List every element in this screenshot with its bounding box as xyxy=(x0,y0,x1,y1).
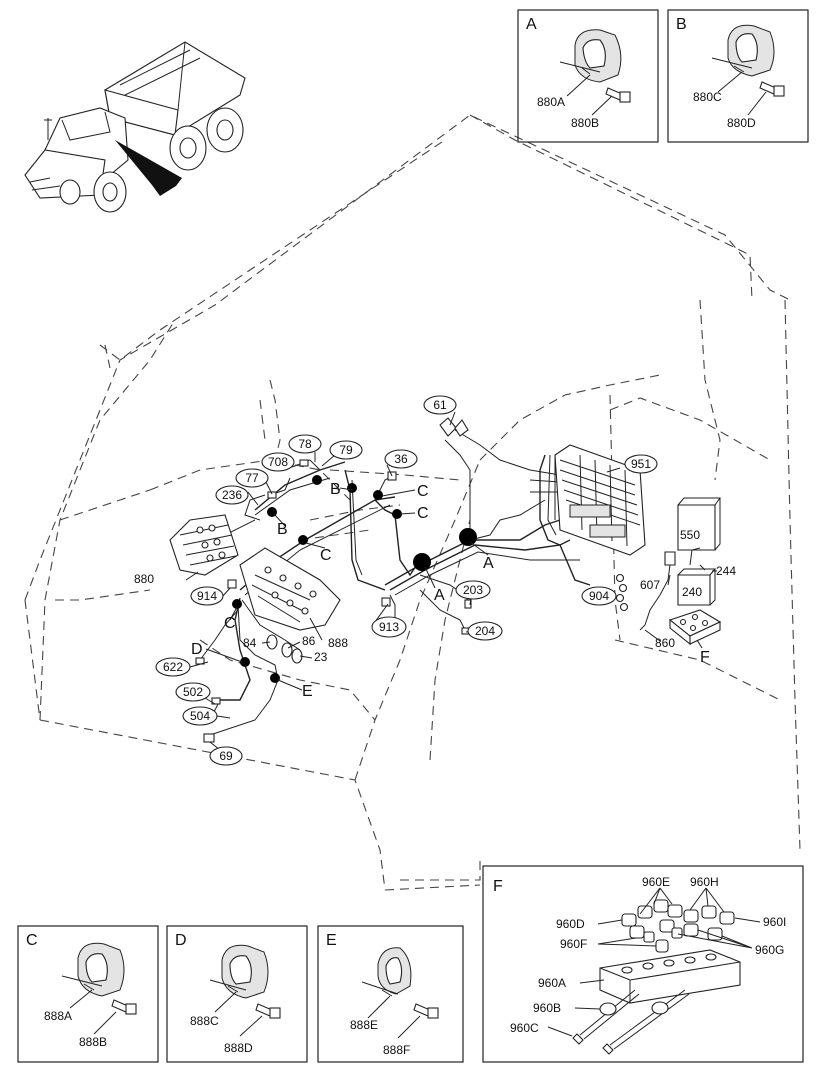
callout-550: 550 xyxy=(680,528,700,542)
callout-708: 708 xyxy=(268,455,288,469)
inset-f-label-960e: 960E xyxy=(642,875,670,889)
callout-951: 951 xyxy=(631,457,651,471)
callout-904: 904 xyxy=(589,589,609,603)
inset-a-bolt-label: 880B xyxy=(571,116,599,130)
callout-203: 203 xyxy=(463,583,483,597)
connector-panel-888 xyxy=(239,547,341,664)
inset-c-clip-label: 888A xyxy=(44,1009,72,1023)
plain-callout-labels: 880 84 86 888 23 550 244 607 240 860 xyxy=(134,528,736,664)
inset-d-letter: D xyxy=(175,932,187,949)
callout-607: 607 xyxy=(640,578,660,592)
oval-callouts xyxy=(155,395,658,766)
inset-box-e: E 888E 888F xyxy=(317,925,464,1063)
inset-a-letter: A xyxy=(526,16,537,33)
callout-888: 888 xyxy=(328,636,348,650)
clip-label-f: F xyxy=(700,649,710,666)
inset-b-letter: B xyxy=(676,16,687,33)
clip-label-b-2: B xyxy=(277,521,288,538)
callout-504: 504 xyxy=(190,709,210,723)
connector-panel-880 xyxy=(169,514,239,576)
inset-f-label-960d: 960D xyxy=(556,917,585,931)
harness-clip-dots xyxy=(232,475,477,683)
inset-c-letter: C xyxy=(26,932,38,949)
callout-84: 84 xyxy=(243,636,257,650)
callout-61: 61 xyxy=(433,398,447,412)
clip-label-c-1: C xyxy=(417,483,429,500)
callout-502: 502 xyxy=(183,685,203,699)
callout-622: 622 xyxy=(163,660,183,674)
inset-d-bolt-label: 888D xyxy=(224,1041,253,1055)
module-550 xyxy=(677,497,721,551)
module-240 xyxy=(639,547,717,631)
component-61 xyxy=(439,417,469,437)
inset-box-f: F xyxy=(482,865,804,1063)
callout-86: 86 xyxy=(302,634,316,648)
inset-d-clip-label: 888C xyxy=(190,1014,219,1028)
nuts-904 xyxy=(615,573,629,612)
inset-e-clip-label: 888E xyxy=(350,1018,378,1032)
clip-letter-labels: A A B B C C C C D E F xyxy=(191,481,710,700)
location-arrow-icon xyxy=(115,140,182,196)
callout-36: 36 xyxy=(394,452,408,466)
callout-244: 244 xyxy=(716,564,736,578)
callout-240: 240 xyxy=(682,585,702,599)
clip-label-b-1: B xyxy=(330,481,341,498)
inset-f-label-960i: 960I xyxy=(763,915,786,929)
inset-box-a: A 880A 880B xyxy=(517,9,659,143)
inset-c-bolt-label: 888B xyxy=(79,1035,107,1049)
cab-outline xyxy=(24,114,801,891)
callout-236: 236 xyxy=(222,488,242,502)
inset-b-clip-label: 880C xyxy=(693,90,722,104)
callout-860: 860 xyxy=(655,636,675,650)
clip-label-a-1: A xyxy=(483,555,494,572)
inset-box-c: C 888A 888B xyxy=(17,925,159,1063)
inset-f-label-960g: 960G xyxy=(755,943,784,957)
inset-f-letter: F xyxy=(493,878,503,895)
callout-79: 79 xyxy=(339,443,353,457)
inset-b-bolt-label: 880D xyxy=(727,116,756,130)
clip-label-c-3: C xyxy=(320,547,332,564)
callout-78: 78 xyxy=(298,437,312,451)
inset-f-label-960c: 960C xyxy=(510,1021,539,1035)
clip-label-d: D xyxy=(191,641,203,658)
fuse-box-951 xyxy=(554,444,646,556)
inset-box-b: B 880C 880D xyxy=(667,9,809,143)
clip-label-a-2: A xyxy=(434,587,445,604)
inset-a-clip-label: 880A xyxy=(537,95,565,109)
inset-f-label-960b: 960B xyxy=(533,1001,561,1015)
callout-880: 880 xyxy=(134,572,154,586)
block-860 xyxy=(668,609,722,646)
inset-box-d: D 888C 888D xyxy=(166,925,308,1063)
callout-913: 913 xyxy=(379,620,399,634)
clip-label-c-2: C xyxy=(417,505,429,522)
callout-77: 77 xyxy=(245,471,259,485)
clip-label-e: E xyxy=(302,683,313,700)
callout-914: 914 xyxy=(197,589,217,603)
inset-e-letter: E xyxy=(326,932,337,949)
clip-label-c-4: C xyxy=(224,615,236,632)
callout-204: 204 xyxy=(475,624,495,638)
inset-f-label-960f: 960F xyxy=(560,937,587,951)
fuse-caps xyxy=(621,899,735,953)
inset-f-label-960h: 960H xyxy=(690,875,719,889)
callout-23: 23 xyxy=(314,650,328,664)
oval-callout-labels: 61 78 79 708 36 77 236 951 914 913 622 5… xyxy=(163,398,651,763)
callout-69: 69 xyxy=(219,749,233,763)
inset-e-bolt-label: 888F xyxy=(383,1043,410,1057)
inset-f-label-960a: 960A xyxy=(538,976,566,990)
truck-thumbnail xyxy=(24,41,246,213)
